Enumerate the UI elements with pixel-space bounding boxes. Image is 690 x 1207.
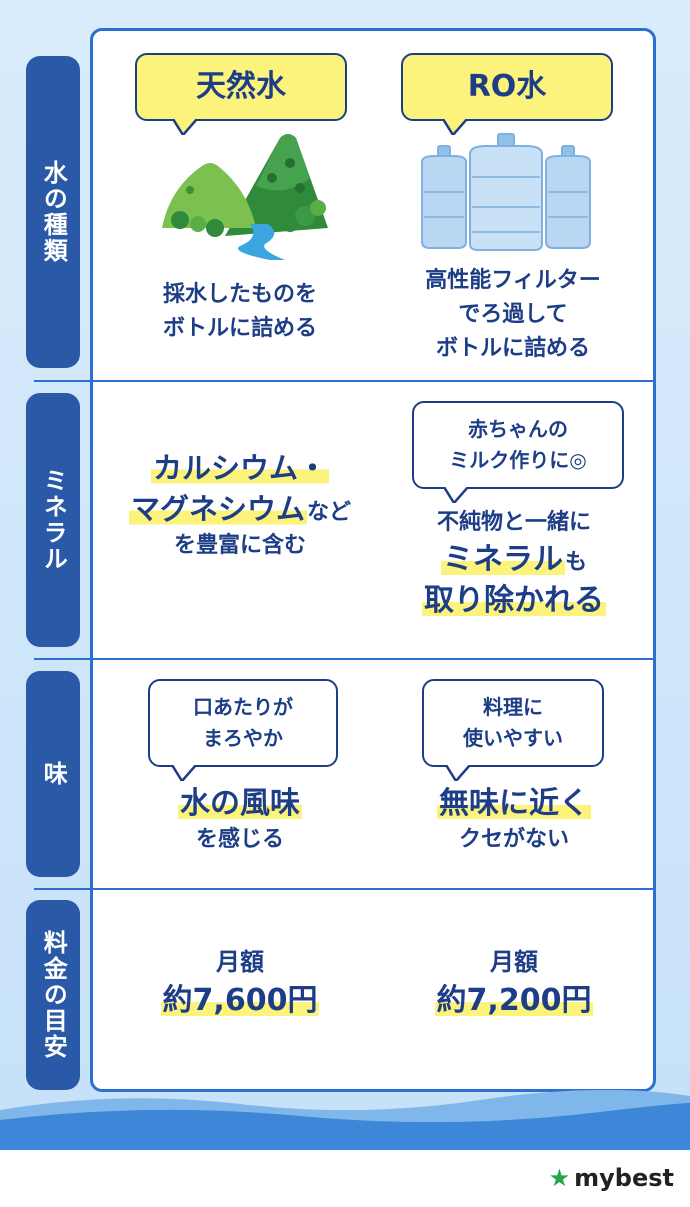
natural-mineral-highlight: マグネシウム xyxy=(128,491,307,526)
ro-type-line-1: 高性能フィルター xyxy=(425,268,601,293)
natural-taste-main: 水の風味 xyxy=(178,786,302,821)
natural-taste: 水の風味 を感じる xyxy=(110,784,370,857)
ro-mineral-bubble-line-1: 赤ちゃんの xyxy=(467,417,568,441)
ro-type-line-3: ボトルに詰める xyxy=(435,336,590,362)
label-water-type: 水の種類 xyxy=(26,56,80,368)
natural-mineral-suffix: など xyxy=(307,499,352,525)
row-divider-1 xyxy=(34,380,656,382)
mountain-illustration xyxy=(162,134,328,260)
ro-taste-bubble-line-1: 料理に xyxy=(483,695,543,719)
natural-taste-bubble-line-1: 口あたりが xyxy=(193,695,293,719)
natural-price-label: 月額 xyxy=(216,948,264,976)
natural-type-description: 採水したものを ボトルに詰める xyxy=(110,278,370,346)
bubble-tail xyxy=(444,487,468,503)
natural-taste-bubble-line-2: まろやか xyxy=(203,726,283,750)
ro-title: RO水 xyxy=(467,68,547,104)
ro-mineral-line-3: 取り除かれる xyxy=(422,582,606,618)
ro-taste: 無味に近く クセがない xyxy=(384,784,644,857)
ro-type-line-2: でろ過して xyxy=(458,302,568,328)
ro-price: 月額 約7,200円 xyxy=(384,944,644,1022)
label-price: 料金の目安 xyxy=(26,900,80,1090)
natural-type-line-2: ボトルに詰める xyxy=(162,316,317,342)
bubble-tail xyxy=(173,119,197,135)
wave-decoration xyxy=(0,1090,690,1150)
row-divider-3 xyxy=(34,888,656,890)
label-mineral: ミネラル xyxy=(26,393,80,647)
bubble-tail xyxy=(446,765,470,781)
ro-mineral-bubble: 赤ちゃんの ミルク作りに◎ xyxy=(412,401,624,503)
brand-name: mybest xyxy=(574,1164,674,1192)
ro-taste-main: 無味に近く xyxy=(437,786,591,821)
natural-taste-bubble: 口あたりが まろやか xyxy=(148,679,338,781)
ro-mineral-bubble-line-2: ミルク作りに◎ xyxy=(449,448,587,472)
ro-mineral-line-1: 不純物と一緒に xyxy=(436,510,591,535)
natural-title-bubble: 天然水 xyxy=(135,53,347,135)
ro-price-label: 月額 xyxy=(490,948,538,976)
row-divider-2 xyxy=(34,658,656,660)
footer: ★ mybest xyxy=(0,1150,690,1207)
label-taste: 味 xyxy=(26,671,80,877)
natural-type-line-1: 採水したものを xyxy=(162,282,317,307)
natural-mineral: カルシウム・ マグネシウムなど を豊富に含む xyxy=(100,448,380,563)
star-icon: ★ xyxy=(548,1164,571,1192)
ro-taste-bubble-line-2: 使いやすい xyxy=(463,726,563,750)
natural-mineral-line-1: カルシウム・ xyxy=(150,451,329,485)
natural-price: 月額 約7,600円 xyxy=(110,944,370,1022)
natural-taste-sub: を感じる xyxy=(195,827,284,852)
natural-title: 天然水 xyxy=(196,68,286,104)
ro-taste-sub: クセがない xyxy=(458,827,569,852)
bubble-tail xyxy=(443,119,467,135)
ro-price-value: 約7,200円 xyxy=(434,983,594,1019)
ro-mineral-suffix: も xyxy=(564,550,587,576)
ro-title-bubble: RO水 xyxy=(401,53,613,135)
natural-price-value: 約7,600円 xyxy=(160,983,320,1019)
water-bottles-illustration xyxy=(421,133,591,251)
bubble-tail xyxy=(172,765,196,781)
ro-taste-bubble: 料理に 使いやすい xyxy=(422,679,604,781)
ro-mineral-highlight: ミネラル xyxy=(440,542,565,578)
ro-type-description: 高性能フィルター でろ過して ボトルに詰める xyxy=(380,264,646,366)
brand-logo[interactable]: ★ mybest xyxy=(549,1164,674,1192)
ro-mineral: 不純物と一緒に ミネラルも 取り除かれる xyxy=(384,506,644,621)
natural-mineral-line-3: を豊富に含む xyxy=(173,533,306,559)
